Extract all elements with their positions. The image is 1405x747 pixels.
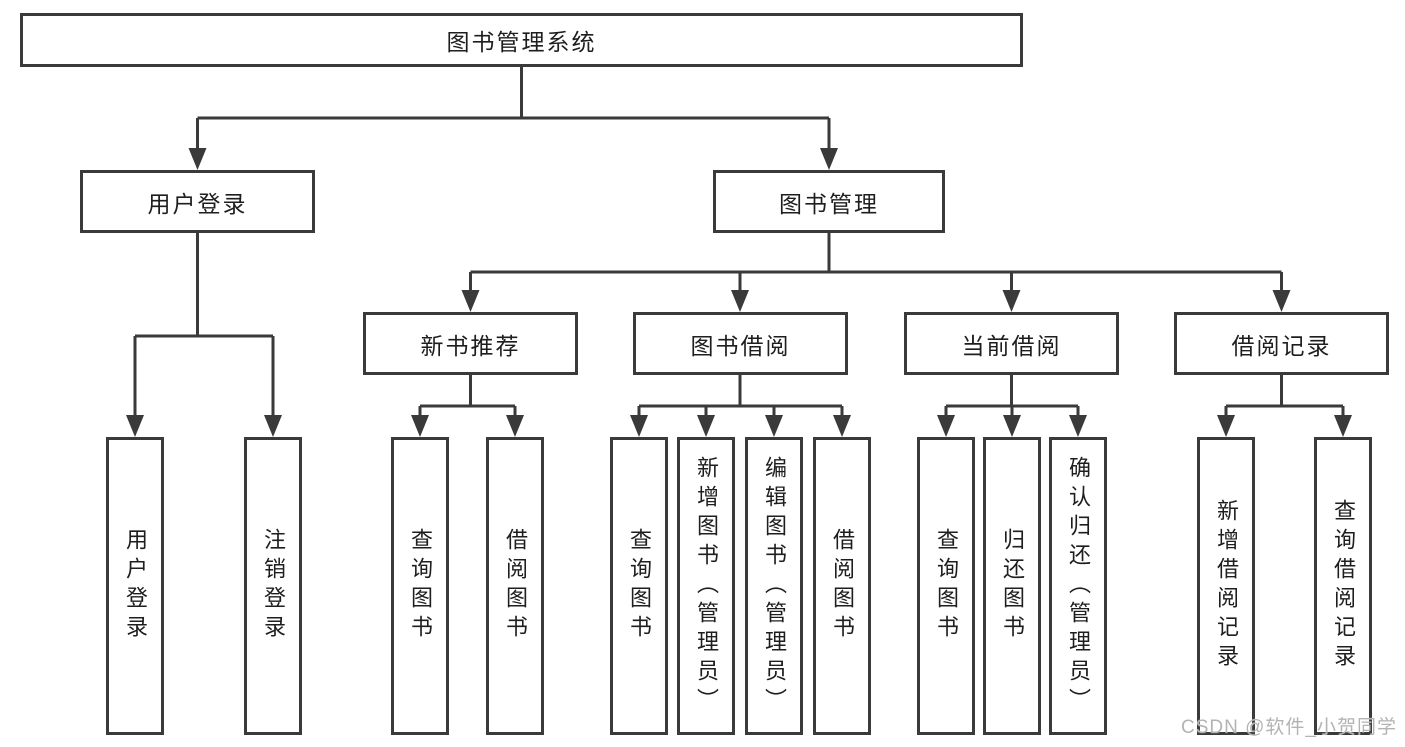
node-label: 查询借阅记录 (1331, 499, 1356, 673)
node-book-borrow: 图书借阅 (633, 312, 848, 375)
node-label: 查询图书 (408, 528, 433, 644)
leaf-br-query-record: 查询借阅记录 (1314, 437, 1372, 735)
node-current-borrow: 当前借阅 (904, 312, 1119, 375)
leaf-nr-borrow-books: 借阅图书 (486, 437, 544, 735)
node-label: 用户登录 (123, 528, 148, 644)
node-label: 查询图书 (627, 528, 652, 644)
leaf-user-login: 用户登录 (106, 437, 164, 735)
node-label: 新书推荐 (420, 332, 521, 359)
watermark: CSDN @软件_小贺同学 (1181, 717, 1397, 738)
node-label: 借阅图书 (503, 528, 528, 644)
node-label: 图书管理 (779, 190, 879, 217)
leaf-br-add-record: 新增借阅记录 (1197, 437, 1255, 735)
node-label: 借阅图书 (830, 528, 855, 644)
node-label: 图书借阅 (690, 332, 791, 359)
node-label: 图书管理系统 (446, 29, 597, 55)
node-new-book-recommend: 新书推荐 (363, 312, 578, 375)
node-label: 归还图书 (1000, 528, 1025, 644)
leaf-cb-return-books: 归还图书 (983, 437, 1041, 735)
leaf-nr-query-books: 查询图书 (391, 437, 449, 735)
node-label: 注销登录 (261, 528, 286, 644)
node-label: 新增图书（管理员） (694, 455, 719, 717)
node-book-management: 图书管理 (713, 170, 945, 233)
leaf-logout: 注销登录 (244, 437, 302, 735)
node-label: 查询图书 (934, 528, 959, 644)
leaf-cb-query-books: 查询图书 (917, 437, 975, 735)
node-root: 图书管理系统 (20, 13, 1023, 67)
node-borrow-records: 借阅记录 (1174, 312, 1389, 375)
arrowheads (126, 148, 1352, 437)
leaf-bb-edit-books-admin: 编辑图书（管理员） (745, 437, 803, 735)
leaf-bb-query-books: 查询图书 (610, 437, 668, 735)
leaf-cb-confirm-return-admin: 确认归还（管理员） (1049, 437, 1107, 735)
leaf-bb-add-books-admin: 新增图书（管理员） (677, 437, 735, 735)
node-label: 编辑图书（管理员） (762, 455, 787, 717)
node-label: 借阅记录 (1231, 332, 1332, 359)
node-label: 用户登录 (147, 190, 248, 217)
node-user-login: 用户登录 (80, 170, 315, 233)
leaf-bb-borrow-books: 借阅图书 (813, 437, 871, 735)
node-label: 当前借阅 (961, 332, 1062, 359)
node-label: 新增借阅记录 (1214, 499, 1239, 673)
connector-paths (133, 67, 1345, 417)
node-label: 确认归还（管理员） (1066, 455, 1091, 717)
